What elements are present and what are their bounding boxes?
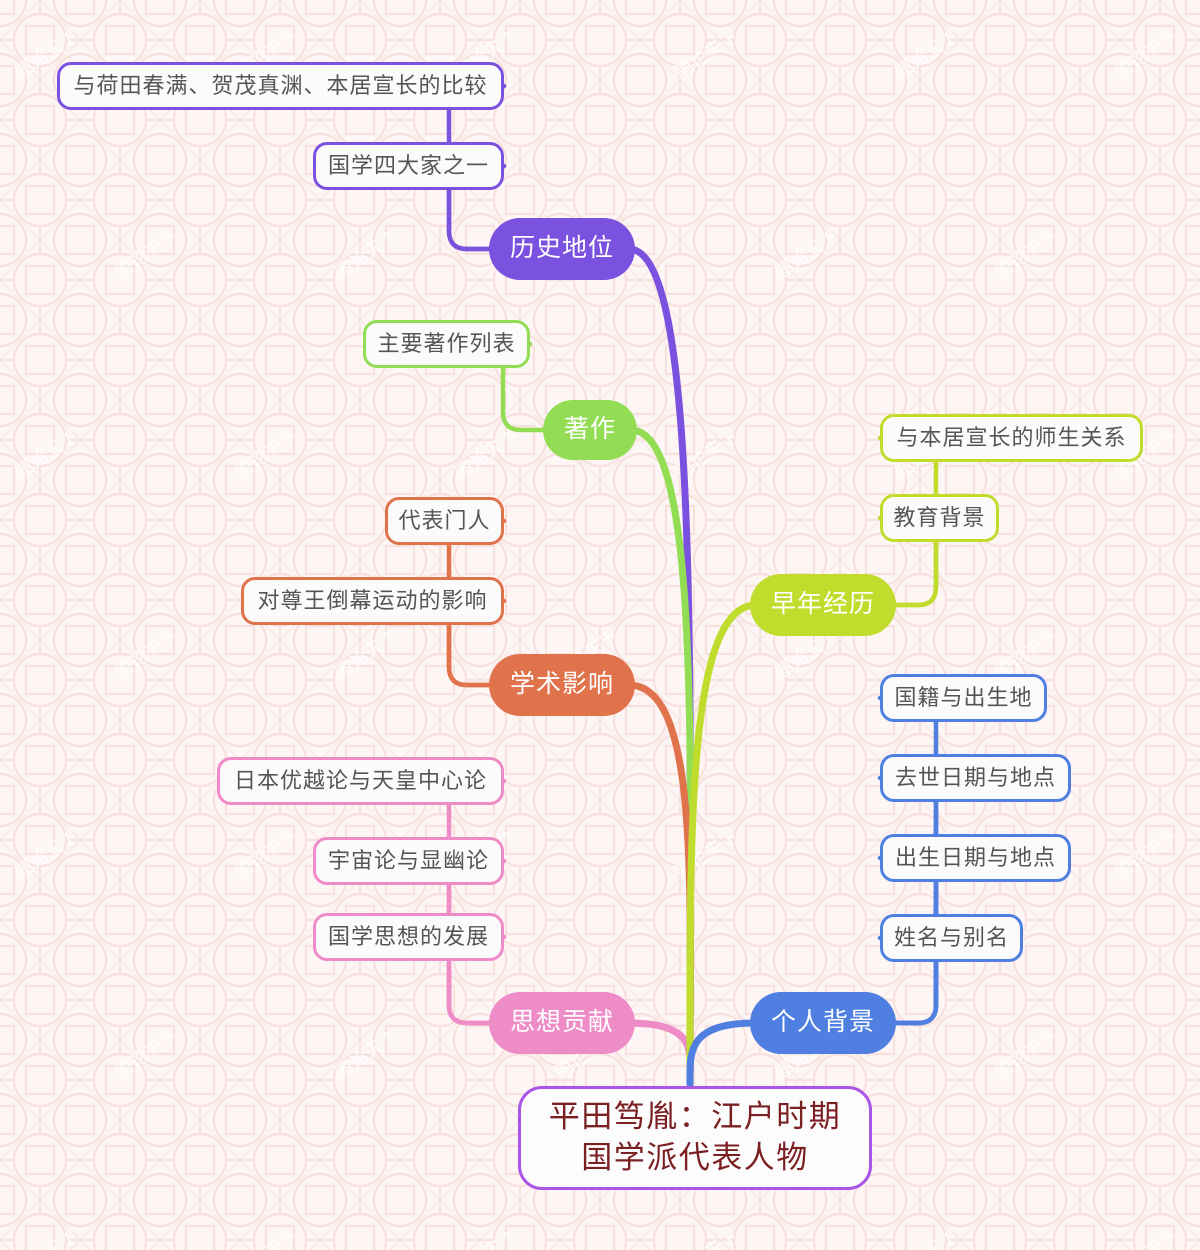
watermark-text: 图论天下 — [669, 1222, 743, 1250]
branch-node-academic-influence[interactable]: 学术影响 — [489, 654, 635, 716]
branch-node-personal-background[interactable]: 个人背景 — [750, 992, 896, 1054]
branch-node-works[interactable]: 著作 — [543, 400, 637, 460]
watermark-text: 图论天下 — [991, 1026, 1063, 1083]
edge — [877, 775, 955, 1026]
watermark-text: 图论天下 — [1109, 1222, 1183, 1250]
branch-node-early-experience[interactable]: 早年经历 — [750, 574, 896, 636]
watermark-text: 图论天下 — [771, 226, 843, 283]
watermark-text: 图论天下 — [9, 1222, 83, 1250]
watermark-text: 图论天下 — [331, 1026, 403, 1083]
leaf-node-personal-background-1[interactable]: 去世日期与地点 — [880, 754, 1071, 802]
watermark-text: 图论天下 — [111, 1026, 183, 1083]
watermark-text: 图论天下 — [671, 26, 743, 83]
edge — [686, 1019, 760, 1088]
branch-node-historical-status[interactable]: 历史地位 — [489, 218, 635, 280]
watermark-text: 图论天下 — [111, 226, 183, 283]
leaf-node-early-experience-1[interactable]: 教育背景 — [880, 494, 999, 542]
leaf-node-ideological-contributions-2[interactable]: 国学思想的发展 — [313, 913, 504, 961]
watermark-text: 图论天下 — [891, 26, 963, 83]
leaf-node-academic-influence-0[interactable]: 代表门人 — [385, 497, 504, 545]
leaf-node-personal-background-3[interactable]: 姓名与别名 — [880, 914, 1023, 962]
watermark-text: 图论天下 — [331, 626, 403, 683]
leaf-node-works-0[interactable]: 主要著作列表 — [363, 320, 530, 368]
edge — [625, 245, 694, 1088]
watermark-text: 图论天下 — [11, 426, 83, 483]
watermark-text: 图论天下 — [11, 826, 83, 883]
leaf-node-personal-background-2[interactable]: 出生日期与地点 — [880, 834, 1071, 882]
edge — [686, 601, 760, 1088]
watermark-text: 图论天下 — [111, 626, 183, 683]
edge — [625, 1019, 694, 1088]
watermark-text: 图论天下 — [229, 1222, 303, 1250]
root-node[interactable]: 平田笃胤：江户时期 国学派代表人物 — [518, 1086, 872, 1190]
branch-node-ideological-contributions[interactable]: 思想贡献 — [489, 992, 635, 1054]
watermark-text: 图论天下 — [451, 426, 523, 483]
watermark-text: 图论天下 — [1111, 826, 1183, 883]
leaf-node-historical-status-1[interactable]: 国学四大家之一 — [313, 142, 504, 190]
watermark-text: 图论天下 — [231, 426, 303, 483]
watermark-text: 图论天下 — [671, 826, 743, 883]
leaf-node-ideological-contributions-0[interactable]: 日本优越论与天皇中心论 — [217, 757, 504, 805]
leaf-node-personal-background-0[interactable]: 国籍与出生地 — [880, 674, 1047, 722]
edge — [627, 426, 695, 1088]
watermark-text: 图论天下 — [231, 826, 303, 883]
leaf-node-early-experience-0[interactable]: 与本居宣长的师生关系 — [880, 414, 1143, 462]
watermark-text: 图论天下 — [449, 1222, 523, 1250]
edge — [625, 681, 694, 1088]
leaf-node-historical-status-0[interactable]: 与荷田春满、贺茂真渊、本居宣长的比较 — [57, 62, 504, 110]
watermark-text: 图论天下 — [1111, 26, 1183, 83]
watermark-text: 图论天下 — [991, 226, 1063, 283]
edge — [430, 778, 507, 1026]
watermark-text: 图论天下 — [671, 426, 743, 483]
leaf-node-ideological-contributions-1[interactable]: 宇宙论与显幽论 — [313, 837, 504, 885]
leaf-node-academic-influence-1[interactable]: 对尊王倒幕运动的影响 — [241, 577, 504, 625]
watermark-text: 图论天下 — [889, 1222, 963, 1250]
watermark-text: 图论天下 — [331, 226, 403, 283]
